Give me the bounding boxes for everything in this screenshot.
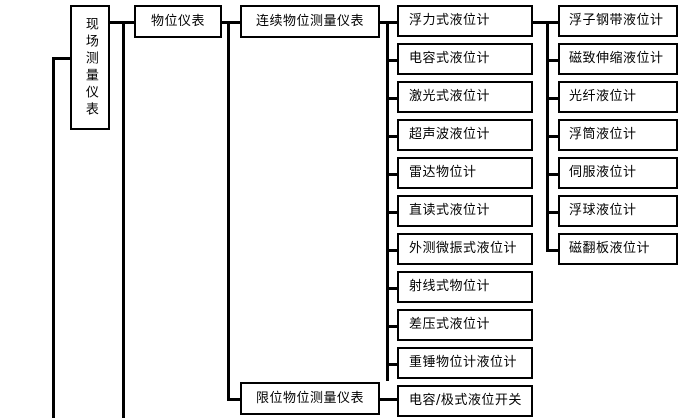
leaf-float-steel-tape-level-gauge[interactable]: 浮子钢带液位计 xyxy=(558,5,678,37)
edge-buoyancy-child-4 xyxy=(546,135,558,138)
leaf-direct-reading-level-gauge[interactable]: 直读式液位计 xyxy=(397,195,533,227)
edge-continuous-child-2 xyxy=(386,59,397,62)
edge-level2-to-limit xyxy=(227,398,243,401)
edge-buoyancy-child-7 xyxy=(546,249,558,252)
edge-continuous-child-5 xyxy=(386,173,397,176)
node-root[interactable]: 现场测量仪表 xyxy=(70,5,110,130)
leaf-magnetic-flap-level-gauge[interactable]: 磁翻板液位计 xyxy=(558,233,678,265)
edge-continuous-child-3 xyxy=(386,97,397,100)
edge-level2-trunk xyxy=(227,21,230,401)
leaf-capacitive-level-switch[interactable]: 电容/极式液位开关 xyxy=(397,385,533,417)
node-continuous-measurement[interactable]: 连续物位测量仪表 xyxy=(240,5,380,38)
edge-root-left-trunk xyxy=(52,57,55,418)
edge-level2-trunk-tail xyxy=(122,21,125,418)
edge-buoyancy-right-stub xyxy=(533,21,549,24)
edge-level2-left-stub xyxy=(122,21,136,24)
leaf-radar-level-gauge[interactable]: 雷达物位计 xyxy=(397,157,533,189)
leaf-buoyancy-level-gauge[interactable]: 浮力式液位计 xyxy=(397,5,533,37)
leaf-ultrasonic-level-gauge[interactable]: 超声波液位计 xyxy=(397,119,533,151)
leaf-servo-level-gauge[interactable]: 伺服液位计 xyxy=(558,157,678,189)
edge-buoyancy-child-2 xyxy=(546,59,558,62)
node-level-instrument[interactable]: 物位仪表 xyxy=(134,5,222,38)
edge-continuous-child-6 xyxy=(386,211,397,214)
edge-buoyancy-child-1 xyxy=(546,21,558,24)
leaf-magnetostrictive-level-gauge[interactable]: 磁致伸缩液位计 xyxy=(558,43,678,75)
edge-continuous-child-8 xyxy=(386,287,397,290)
leaf-float-ball-level-gauge[interactable]: 浮球液位计 xyxy=(558,195,678,227)
edge-continuous-trunk xyxy=(386,21,389,381)
leaf-differential-pressure-level-gauge[interactable]: 差压式液位计 xyxy=(397,309,533,341)
edge-limit-right-stub xyxy=(380,398,397,401)
edge-continuous-child-7 xyxy=(386,249,397,252)
leaf-plumb-bob-level-gauge[interactable]: 重锤物位计液位计 xyxy=(397,347,533,379)
edge-root-left-stub xyxy=(52,57,72,60)
node-limit-measurement[interactable]: 限位物位测量仪表 xyxy=(240,382,380,415)
leaf-fiber-optic-level-gauge[interactable]: 光纤液位计 xyxy=(558,81,678,113)
leaf-laser-level-gauge[interactable]: 激光式液位计 xyxy=(397,81,533,113)
leaf-displacer-level-gauge[interactable]: 浮筒液位计 xyxy=(558,119,678,151)
edge-continuous-child-4 xyxy=(386,135,397,138)
edge-continuous-child-9 xyxy=(386,325,397,328)
edge-buoyancy-child-6 xyxy=(546,211,558,214)
leaf-radiation-level-gauge[interactable]: 射线式物位计 xyxy=(397,271,533,303)
edge-continuous-child-10 xyxy=(386,363,397,366)
edge-level2-right-stub xyxy=(222,21,240,24)
edge-buoyancy-child-3 xyxy=(546,97,558,100)
edge-continuous-child-1 xyxy=(386,21,397,24)
edge-buoyancy-child-5 xyxy=(546,173,558,176)
leaf-capacitive-level-gauge[interactable]: 电容式液位计 xyxy=(397,43,533,75)
leaf-external-vibration-level-gauge[interactable]: 外测微振式液位计 xyxy=(397,233,533,265)
